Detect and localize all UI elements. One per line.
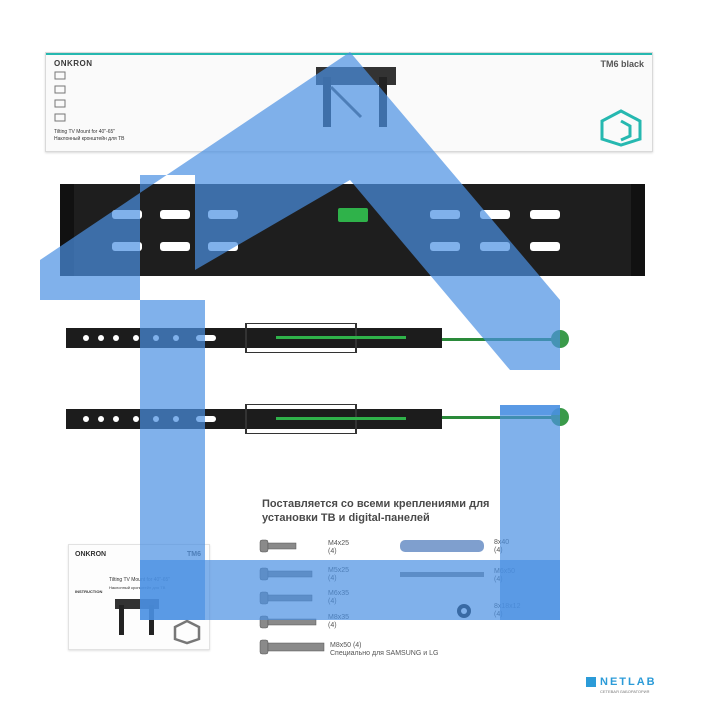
safety-cord-1 xyxy=(442,338,560,341)
box-product-line-en: Tilting TV Mount for 40"-65" xyxy=(54,129,116,135)
tv-rail-left xyxy=(66,323,442,353)
screw-label-m4: M4x25(4) xyxy=(328,540,350,555)
manual-model: TM6 xyxy=(187,551,201,558)
anchor-label-washer: 8x18x12(4) xyxy=(494,603,521,618)
screw-label-m6: M6x35(4) xyxy=(328,590,350,605)
screw-label-m5: M5x25(4) xyxy=(328,567,350,582)
box-cube-logo-icon xyxy=(600,109,642,147)
accessories-heading: Поставляется со всеми креплениями для ус… xyxy=(262,498,490,524)
manual-line2: Наклонный кронштейн для ТВ xyxy=(109,585,166,590)
bracket-illustration xyxy=(316,67,396,127)
wall-plate xyxy=(60,184,645,276)
box-accent-stripe xyxy=(46,53,652,55)
netlab-brand: NETLAB xyxy=(600,676,657,688)
box-model-label: TM6 black xyxy=(600,59,644,69)
box-spec-icons xyxy=(54,71,66,122)
manual-brand: ONKRON xyxy=(75,551,107,558)
manual-line1: Tilting TV Mount for 40"-65" xyxy=(109,577,171,583)
box-product-line-ru: Наклонный кронштейн для ТВ xyxy=(54,136,125,142)
anchor-label-m6x50: M6x50(4) xyxy=(494,568,516,583)
safety-cord-2 xyxy=(442,416,560,419)
box-brand-logo: ONKRON xyxy=(54,59,93,68)
anchor-label-8x40: 8x40(4) xyxy=(494,539,510,554)
manual-bracket-icon xyxy=(115,599,159,635)
screw-set xyxy=(259,539,325,655)
cord-knob-2 xyxy=(551,408,569,426)
manual-title: INSTRUCTION xyxy=(75,589,103,594)
bubble-level-icon xyxy=(338,208,368,222)
screw-label-m8-35: M8x35(4) xyxy=(328,614,350,629)
instruction-manual: ONKRON TM6 INSTRUCTION Tilting TV Mount … xyxy=(68,544,210,650)
product-box: ONKRON TM6 black Tilting TV Mount for 40… xyxy=(45,52,653,152)
tv-rail-right xyxy=(66,404,442,434)
anchor-set xyxy=(400,540,484,618)
manual-cube-logo-icon xyxy=(173,619,201,645)
netlab-tagline: СЕТЕВАЯ ЛАБОРАТОРИЯ xyxy=(600,689,650,694)
cord-knob-1 xyxy=(551,330,569,348)
netlab-logo-icon xyxy=(586,677,596,687)
screw-label-m8-50: M8x50 (4)Специально для SAMSUNG и LG xyxy=(330,642,439,657)
